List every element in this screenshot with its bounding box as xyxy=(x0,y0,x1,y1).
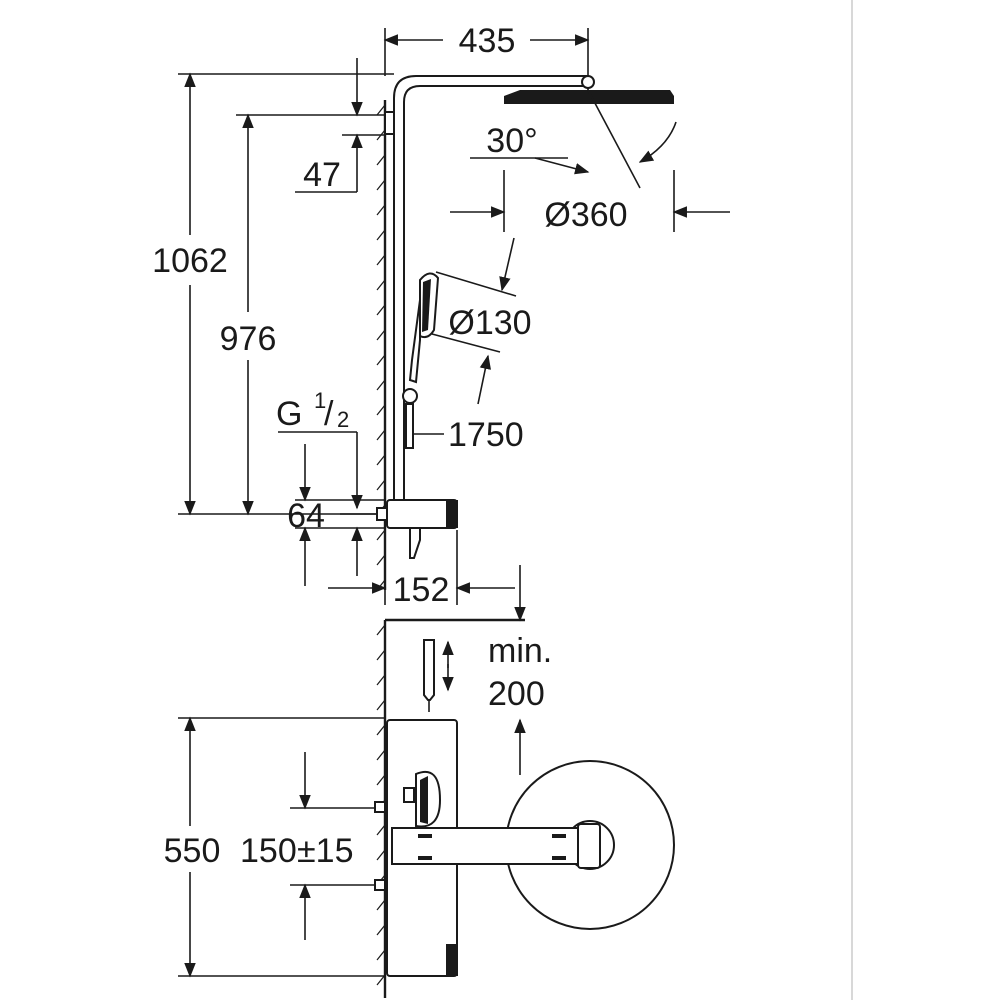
head-joint xyxy=(581,75,595,89)
hand-shower-holder xyxy=(403,787,415,803)
dim-height-total: 1062 xyxy=(152,242,228,280)
dim-thread-slash: / xyxy=(324,395,334,433)
dim-thread-numerator: 1 xyxy=(314,388,326,413)
mounting-tool xyxy=(423,639,435,701)
slider xyxy=(402,388,418,404)
hose xyxy=(405,403,414,449)
dim-width-top: 435 xyxy=(459,22,516,60)
plan-view: min. 200 550 xyxy=(164,565,675,998)
hand-shower xyxy=(408,272,440,384)
dim-inlet-64: 64 xyxy=(287,497,325,535)
side-elevation-view: 435 1062 976 47 30° Ø360 xyxy=(152,22,730,609)
dim-height-550: 550 xyxy=(164,832,221,870)
wall-bracket xyxy=(384,111,395,135)
dim-height-976: 976 xyxy=(220,320,277,358)
dim-spacing: 150 xyxy=(240,832,297,870)
dim-min-value: 200 xyxy=(488,675,545,713)
dim-head-diameter: Ø360 xyxy=(544,196,627,234)
overhead-shower-head xyxy=(504,90,674,104)
dim-hose-length: 1750 xyxy=(448,416,524,454)
dim-depth-152: 152 xyxy=(393,571,450,609)
dim-spacing-tolerance: ±15 xyxy=(297,832,353,870)
dim-offset-47: 47 xyxy=(303,156,341,194)
dim-min-label: min. xyxy=(488,632,552,670)
dim-thread-denominator: 2 xyxy=(337,407,349,432)
dim-hand-shower-diameter: Ø130 xyxy=(448,304,531,342)
tub-outlet xyxy=(409,527,421,559)
inlet-connector xyxy=(376,507,388,521)
inlet-lower xyxy=(374,879,386,891)
dim-thread-label: G xyxy=(276,395,302,433)
dim-head-angle: 30° xyxy=(486,122,537,160)
inlet-upper xyxy=(374,801,386,813)
control-panel xyxy=(446,944,458,976)
thermostat-control xyxy=(446,500,458,528)
